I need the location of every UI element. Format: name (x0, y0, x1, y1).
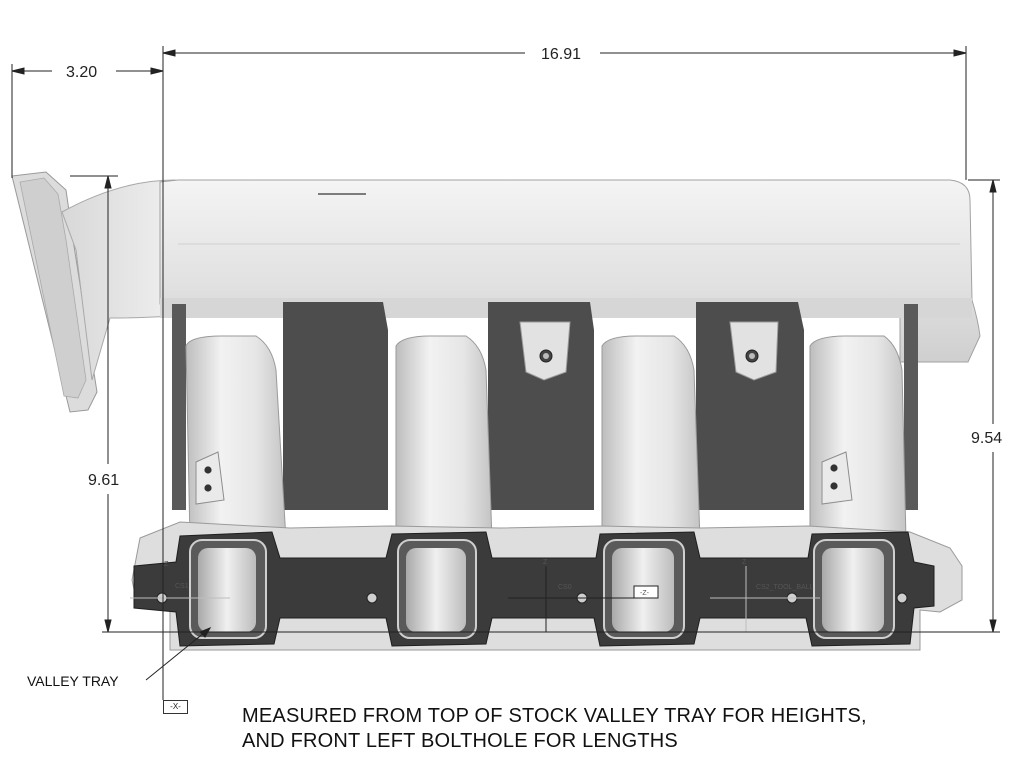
intake-ports (189, 539, 895, 639)
svg-text:CS0: CS0 (558, 584, 572, 591)
runner-4 (809, 335, 907, 541)
intake-gasket (133, 531, 935, 647)
svg-text:CS2_TOOL_BALL: CS2_TOOL_BALL (756, 584, 814, 591)
datum-x-box: -X- (163, 700, 188, 714)
valley-tray-label: VALLEY TRAY (27, 673, 119, 689)
svg-text:-Z-: -Z- (640, 590, 650, 597)
runner-1 (185, 335, 287, 541)
measurement-note: MEASURED FROM TOP OF STOCK VALLEY TRAY F… (242, 704, 1002, 754)
coordinate-marks: Z CS1 Z CS0 Z CS2_TOOL_BALL -Z- (130, 559, 820, 632)
runner-3 (601, 335, 701, 541)
dim-left-height: 9.61 (88, 472, 119, 489)
note-line-2: AND FRONT LEFT BOLTHOLE FOR LENGTHS (242, 730, 678, 752)
note-line-1: MEASURED FROM TOP OF STOCK VALLEY TRAY F… (242, 705, 867, 727)
svg-text:CS1: CS1 (175, 583, 189, 590)
runner-2 (395, 335, 493, 541)
dim-overall-length: 16.91 (541, 46, 581, 63)
manifold-body: Z CS1 Z CS0 Z CS2_TOOL_BALL -Z- (11, 171, 981, 651)
dim-right-height: 9.54 (971, 430, 1002, 447)
gasket-bolt-holes (156, 592, 908, 604)
svg-text:Z: Z (543, 559, 548, 566)
plenum (159, 179, 981, 363)
svg-text:Z: Z (164, 561, 169, 568)
svg-text:Z: Z (742, 559, 747, 566)
dimension-lines (11, 46, 1000, 700)
dim-inlet-offset: 3.20 (66, 64, 97, 81)
